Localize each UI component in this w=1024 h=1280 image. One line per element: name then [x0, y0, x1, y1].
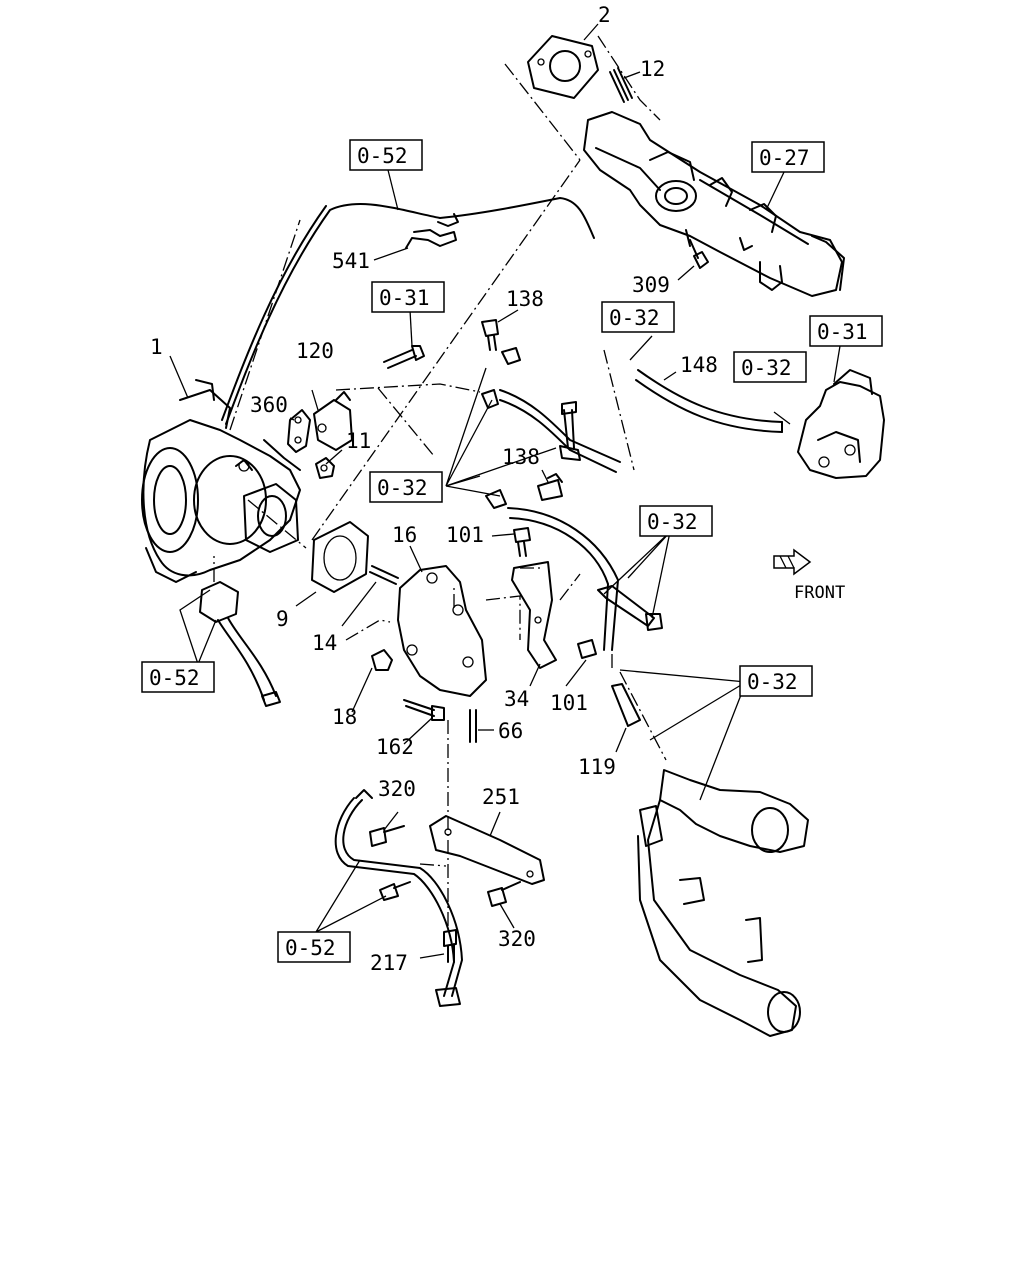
bolt-320-lower: [487, 881, 521, 907]
callout-66: 66: [498, 719, 523, 743]
bolt-052-lower: [379, 881, 411, 901]
callout-numbers: 2 12 541 309 138 1 120 360 148 11 138 16…: [150, 3, 718, 975]
ref-box-0-32-right: 0-32: [733, 351, 807, 383]
front-arrow-icon: [773, 548, 812, 576]
ref-box-0-52-bottom: 0-52: [277, 931, 351, 963]
bolt-032-right: [597, 585, 663, 631]
hose-148: [635, 369, 783, 433]
callout-320-lower: 320: [498, 927, 536, 951]
svg-text:0-32: 0-32: [609, 306, 660, 330]
callout-320-upper: 320: [378, 777, 416, 801]
svg-text:0-52: 0-52: [149, 666, 200, 690]
callout-101-top: 101: [446, 523, 484, 547]
stud-66: [469, 709, 477, 743]
oil-pipe-bottom: [334, 789, 463, 1007]
bracket-251: [429, 815, 545, 885]
front-indicator: FRONT: [773, 548, 845, 603]
connector-120: [313, 391, 353, 451]
svg-text:0-32: 0-32: [377, 476, 428, 500]
oil-feed-pipe: [221, 197, 595, 425]
clips-0-32: [481, 347, 521, 409]
exhaust-manifold: [583, 111, 845, 297]
ref-box-0-32-c: 0-32: [739, 665, 813, 697]
stud-14: [369, 565, 399, 585]
callout-138-top: 138: [506, 287, 544, 311]
svg-text:0-52: 0-52: [357, 144, 408, 168]
bolt-138-mid: [537, 473, 563, 501]
ref-box-0-31-right: 0-31: [809, 315, 883, 347]
callout-541: 541: [332, 249, 370, 273]
ref-box-0-32-b: 0-32: [639, 505, 713, 537]
callout-34: 34: [504, 687, 529, 711]
ref-box-0-32-top: 0-32: [601, 301, 675, 333]
callout-1: 1: [150, 335, 163, 359]
svg-text:0-32: 0-32: [747, 670, 798, 694]
callout-16: 16: [392, 523, 417, 547]
svg-text:0-31: 0-31: [379, 286, 430, 310]
gasket-360: [287, 409, 311, 453]
water-pipe-center: [499, 389, 621, 473]
svg-text:0-31: 0-31: [817, 320, 868, 344]
nut-11: [315, 457, 335, 479]
bracket-34: [511, 561, 557, 669]
leader-lines: [169, 23, 841, 959]
bolt-320-upper: [369, 825, 405, 847]
callout-138-mid: 138: [502, 445, 540, 469]
callout-360: 360: [250, 393, 288, 417]
callout-18: 18: [332, 705, 357, 729]
svg-text:0-32: 0-32: [741, 356, 792, 380]
gasket-2: [527, 35, 599, 99]
callout-162: 162: [376, 735, 414, 759]
ref-box-0-27: 0-27: [751, 141, 825, 173]
svg-text:0-52: 0-52: [285, 936, 336, 960]
bolt-031-mid: [383, 345, 425, 369]
callout-120: 120: [296, 339, 334, 363]
turbocharger-1: [141, 379, 301, 583]
callout-12: 12: [640, 57, 665, 81]
ref-box-0-31-mid: 0-31: [371, 281, 445, 313]
ref-box-0-52-left: 0-52: [141, 661, 215, 693]
callout-148: 148: [680, 353, 718, 377]
oil-drain-pipe: [199, 581, 281, 707]
clip-541: [405, 213, 459, 249]
bolt-162: [403, 699, 445, 721]
svg-text:0-32: 0-32: [647, 510, 698, 534]
bolt-101-top: [513, 527, 531, 557]
bolt-101-lower: [577, 639, 597, 659]
bolt-138-top: [481, 319, 499, 351]
callout-217: 217: [370, 951, 408, 975]
callout-14: 14: [312, 631, 337, 655]
ref-box-0-32-mid: 0-32: [369, 471, 443, 503]
gasket-9: [311, 521, 369, 593]
dashed-lines: [213, 35, 667, 930]
callout-119: 119: [578, 755, 616, 779]
callout-9: 9: [276, 607, 289, 631]
callout-11: 11: [346, 429, 371, 453]
callout-251: 251: [482, 785, 520, 809]
elbow-16: [397, 565, 487, 697]
bolt-309: [689, 239, 709, 269]
callout-309: 309: [632, 273, 670, 297]
nut-18: [371, 649, 393, 671]
callout-2: 2: [598, 3, 611, 27]
stud-12: [609, 67, 633, 103]
water-outlet-housing: [797, 369, 885, 479]
bolt-217: [443, 929, 457, 963]
water-outlet-pipe: [637, 769, 809, 1037]
hose-119: [611, 683, 641, 727]
water-pipe-vertical: [485, 489, 619, 651]
svg-text:0-27: 0-27: [759, 146, 810, 170]
reference-boxes: 0-52 0-27 0-31 0-32 0-31 0-32 0-32 0-32: [141, 139, 883, 963]
callout-101-lower: 101: [550, 691, 588, 715]
ref-box-0-52-top: 0-52: [349, 139, 423, 171]
front-label: FRONT: [794, 583, 845, 603]
